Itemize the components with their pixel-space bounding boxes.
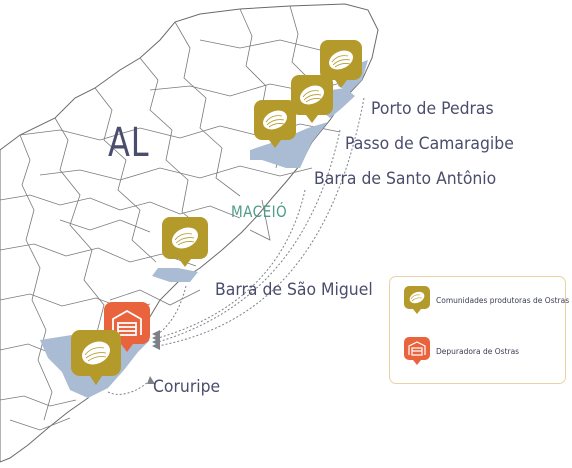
connection-line <box>107 379 151 395</box>
legend-label-oyster-community: Comunidades produtoras de Ostras <box>436 295 570 305</box>
location-label-barra-de-santo-antonio: Barra de Santo Antônio <box>314 169 497 189</box>
depuration-building-icon <box>404 337 430 365</box>
connection-line <box>157 285 187 335</box>
capital-label: MACEIÓ <box>231 202 288 221</box>
arrowhead <box>147 376 155 384</box>
oyster-icon <box>262 109 288 131</box>
area-barra-de-sao-miguel <box>152 268 198 282</box>
oyster-icon <box>404 286 430 314</box>
oyster-pin-barra-de-santo-antonio <box>254 100 296 148</box>
location-label-barra-de-sao-miguel: Barra de São Miguel <box>215 280 373 300</box>
connection-lines <box>107 97 365 395</box>
location-label-coruripe: Coruripe <box>153 377 221 397</box>
legend: Comunidades produtoras de Ostras Depurad… <box>389 276 569 384</box>
municipal-borders <box>0 5 361 431</box>
oyster-pin-passo-de-camaragibe <box>291 75 333 123</box>
legend-item-depuration: Depuradora de Ostras <box>404 337 519 365</box>
oyster-icon <box>328 49 354 71</box>
connection-line <box>157 129 341 343</box>
depuration-building-icon <box>112 309 142 336</box>
area-barra-de-santo-antonio <box>250 122 328 168</box>
oyster-pin-coruripe <box>71 330 121 385</box>
oyster-icon <box>171 226 199 250</box>
legend-label-depuration: Depuradora de Ostras <box>436 346 520 356</box>
connection-line <box>157 189 306 339</box>
arrowhead <box>152 330 160 338</box>
oyster-pin-porto-de-pedras <box>320 40 362 88</box>
oyster-icon <box>299 84 325 106</box>
oyster-icon <box>81 340 111 366</box>
arrowheads <box>147 330 160 384</box>
location-label-porto-de-pedras: Porto de Pedras <box>371 99 494 119</box>
state-label: AL <box>108 120 150 166</box>
location-label-passo-de-camaragibe: Passo de Camaragibe <box>345 134 514 154</box>
oyster-pin-barra-de-sao-miguel <box>162 217 208 267</box>
legend-item-oyster-community: Comunidades produtoras de Ostras <box>404 286 569 314</box>
